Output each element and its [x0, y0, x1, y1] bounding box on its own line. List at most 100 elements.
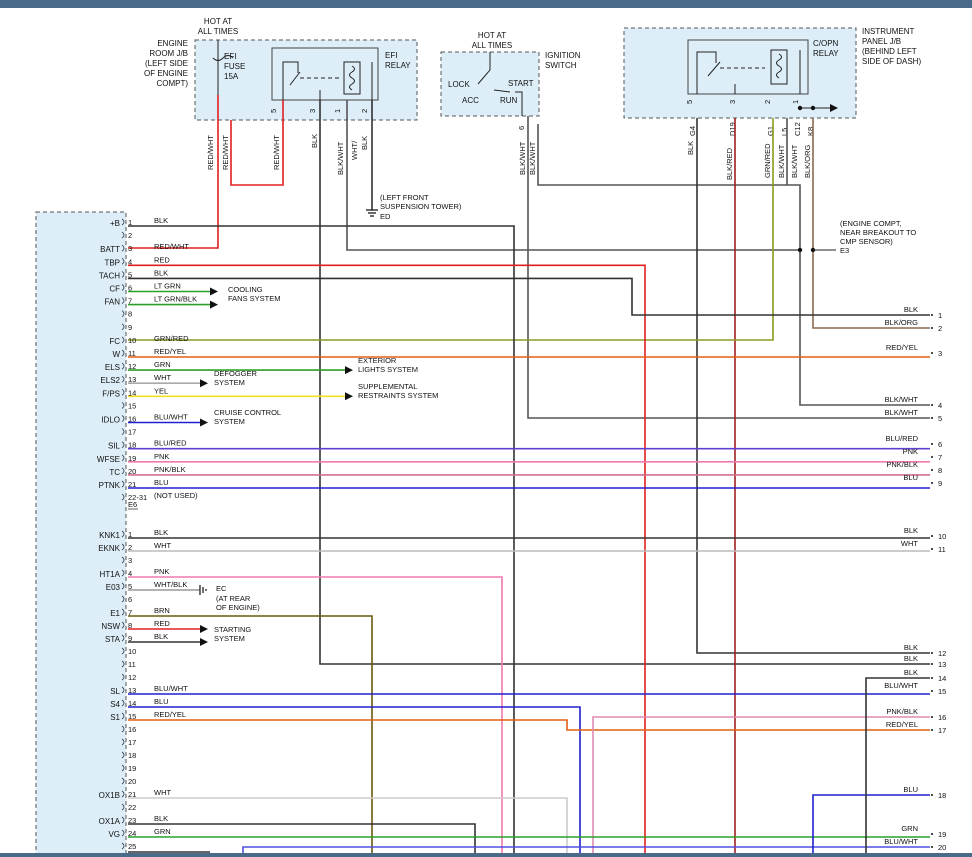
pin-bracket [121, 829, 125, 837]
copn-relay-switch [696, 51, 717, 94]
wire-color-label: RED/YEL [154, 347, 186, 356]
pin-signal-name: W [112, 350, 120, 359]
wire-color-label: PNK [154, 567, 169, 576]
right-terminal-wire-label: BLU/WHT [884, 681, 918, 690]
right-terminal-wire-label: BLK [904, 654, 918, 663]
copn-relay-winding [776, 53, 782, 79]
wire-label-blk-red: BLK/RED [725, 147, 734, 180]
connector-e6-id: E6 [128, 500, 137, 509]
cooling-fans-system-label: FANS SYSTEM [228, 294, 281, 303]
pin-signal-name: PTNK [99, 481, 121, 490]
wire-batt-red-wht [128, 95, 219, 249]
pin-bracket [121, 454, 125, 462]
wire-color-label: GRN [154, 827, 171, 836]
copn-relay-pin: 3 [728, 100, 737, 104]
pin-number: 8 [128, 621, 132, 630]
pin-number: 6 [128, 595, 132, 604]
ip-connector-id: L5 [780, 128, 789, 136]
arrow-els [345, 366, 353, 375]
pin-bracket [121, 375, 125, 383]
ground-ec-label: OF ENGINE) [216, 603, 260, 612]
wire-color-label: RED [154, 619, 170, 628]
wire-color-label: RED/YEL [154, 710, 186, 719]
right-terminal-dot [931, 663, 933, 665]
pin-number: 8 [128, 310, 132, 319]
right-terminal-wire-label: BLK/ORG [885, 318, 919, 327]
pin-number: 15 [128, 712, 136, 721]
wire-tbp-red [128, 264, 646, 857]
right-terminal-wire-label: PNK/BLK [886, 460, 918, 469]
ground-ed-id: ED [380, 212, 391, 221]
wire-s1-red-yel [128, 719, 930, 731]
wire-label-blk-wht: BLK/WHT [518, 141, 527, 175]
pin-bracket [121, 402, 125, 409]
pin-number: 16 [128, 415, 136, 424]
ignition-switch-out [515, 91, 523, 116]
pin-number: 9 [128, 634, 132, 643]
right-terminal-wire-label: BLK [904, 668, 918, 677]
wire-color-label: RED [154, 255, 170, 264]
pin-number: 7 [128, 297, 132, 306]
starting-system-label: STARTING [214, 625, 251, 634]
wire-tach-blk [128, 277, 930, 316]
copn-relay-contact [707, 61, 721, 77]
pin-signal-name: S1 [110, 713, 120, 722]
pin-signal-name: OX1A [99, 817, 121, 826]
wire-color-label: BLU/RED [154, 439, 187, 448]
engine-room-jb-box [194, 39, 418, 121]
pin-number: 10 [128, 647, 136, 656]
instrument-panel-label: PANEL J/B [862, 37, 901, 46]
ip-connector-id: C12 [793, 122, 802, 136]
right-terminal-number: 15 [938, 687, 946, 696]
pin-number: 12 [128, 362, 136, 371]
pin-bracket [121, 218, 125, 226]
efi-fuse-label: 15A [224, 72, 239, 81]
relay-switch [282, 61, 299, 100]
pin-number: 22-31 [128, 493, 147, 502]
wire-label-blk: BLK [686, 141, 695, 155]
right-terminal-wire-label: BLK/WHT [885, 408, 919, 417]
splice-e3-label: CMP SENSOR) [840, 237, 893, 246]
right-terminal-wire-label: RED/YEL [886, 343, 918, 352]
wire-label-red-wht: RED/WHT [272, 135, 281, 170]
hot-at-all-times-label: HOT AT [204, 17, 232, 26]
right-terminal-wire-label: BLK/WHT [885, 395, 919, 404]
wire-color-label: RED/WHT [154, 242, 189, 251]
wire-color-label: BLU/WHT [154, 413, 188, 422]
pin-bracket [121, 699, 125, 707]
pin-number: 24 [128, 829, 136, 838]
arrow-cf [210, 287, 218, 296]
wire-color-label: BLK [154, 528, 168, 537]
right-terminal-number: 1 [938, 311, 942, 320]
wire-label-blk-wht: BLK/WHT [790, 144, 799, 178]
wire-color-label: GRN/RED [154, 334, 189, 343]
wire-label-wht-blk: WHT/ [350, 140, 359, 160]
efi-relay-pin: 3 [308, 109, 317, 113]
right-terminal-number: 14 [938, 674, 946, 683]
pin-number: 17 [128, 428, 136, 437]
ip-connector-id: D19 [728, 122, 737, 136]
pin-bracket [121, 569, 125, 577]
pin-bracket [121, 816, 125, 824]
wire-color-label: BLK [154, 632, 168, 641]
right-terminal-number: 8 [938, 466, 942, 475]
wire-label-blk-wht: BLK/WHT [777, 144, 786, 178]
pin-number: 23 [128, 816, 136, 825]
pin-signal-name: TBP [104, 258, 120, 267]
pin-bracket [121, 595, 125, 603]
pin-signal-name: TACH [99, 271, 120, 280]
pin-bracket [121, 257, 125, 265]
ground-ec-id: EC [216, 584, 227, 593]
arrow-fps [345, 392, 353, 401]
pin-number: 7 [128, 608, 132, 617]
pin-bracket [121, 790, 125, 798]
copn-relay-pin: 2 [763, 100, 772, 104]
right-terminal-wire-label: PNK/BLK [886, 707, 918, 716]
right-terminal-number: 3 [938, 349, 942, 358]
wire-label-wht-blk: BLK [360, 136, 369, 150]
pin-bracket [121, 738, 125, 746]
ignition-acc-label: ACC [462, 96, 479, 105]
pin-bracket [121, 556, 125, 564]
ignition-hot-label: ALL TIMES [472, 41, 512, 50]
wire-color-label: BLK [154, 216, 168, 225]
